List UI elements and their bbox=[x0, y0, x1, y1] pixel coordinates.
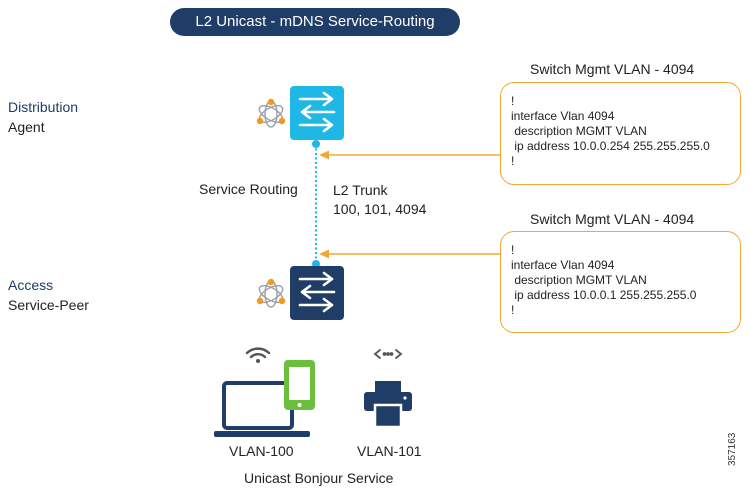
callout-bottom-title: Switch Mgmt VLAN - 4094 bbox=[530, 211, 695, 227]
diagram-id: 357163 bbox=[727, 432, 738, 466]
bonjour-icon-access bbox=[256, 278, 286, 308]
callout-top-title: Switch Mgmt VLAN - 4094 bbox=[530, 61, 695, 77]
callout-top-arrow bbox=[319, 150, 500, 160]
phone-icon bbox=[284, 360, 315, 410]
callout-bottom-arrow bbox=[319, 249, 500, 259]
access-label: Access bbox=[8, 277, 54, 293]
distribution-label: Distribution bbox=[8, 99, 79, 115]
trunk-label: L2 Trunk bbox=[333, 182, 388, 198]
access-switch-icon bbox=[290, 266, 344, 320]
diagram-title: L2 Unicast - mDNS Service-Routing bbox=[170, 8, 460, 36]
bidirectional-arrow-icon bbox=[373, 349, 403, 359]
access-role: Service-Peer bbox=[8, 297, 89, 313]
printer-vlan-label: VLAN-101 bbox=[357, 443, 422, 459]
callout-bottom-config: ! interface Vlan 4094 description MGMT V… bbox=[500, 231, 741, 333]
callout-top-config: ! interface Vlan 4094 description MGMT V… bbox=[500, 82, 741, 185]
trunk-endpoint-top bbox=[312, 140, 320, 148]
service-routing-label: Service Routing bbox=[199, 181, 298, 197]
distribution-switch-icon bbox=[290, 86, 344, 140]
trunk-vlans: 100, 101, 4094 bbox=[333, 201, 427, 217]
distribution-role: Agent bbox=[8, 119, 45, 135]
printer-icon bbox=[364, 381, 412, 429]
service-label: Unicast Bonjour Service bbox=[244, 470, 394, 486]
wifi-icon bbox=[245, 347, 271, 363]
laptop-vlan-label: VLAN-100 bbox=[229, 443, 294, 459]
bonjour-icon-distribution bbox=[256, 98, 286, 128]
